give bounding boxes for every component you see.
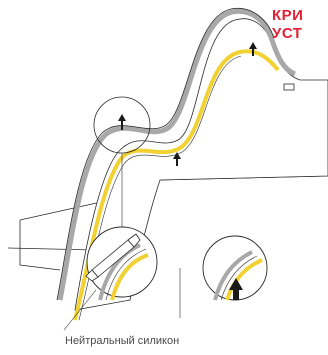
page-title: КРИ УСТ (272, 7, 303, 43)
title-line-1: КРИ (272, 7, 303, 25)
callout-label: Нейтральный силикон (65, 335, 179, 347)
title-line-2: УСТ (272, 25, 303, 43)
magnifier-circle (180, 236, 267, 318)
profile-end-cap (284, 84, 294, 90)
